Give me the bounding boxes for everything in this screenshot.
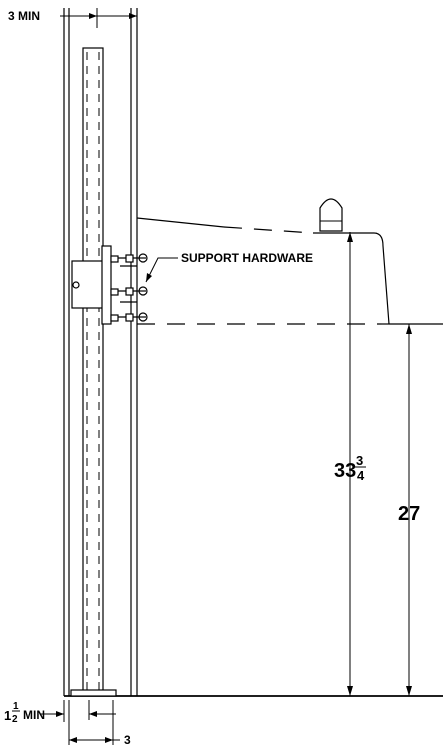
bottom-dimensions: 1 1 2 MIN 3 bbox=[4, 700, 131, 747]
bottom-left-den: 2 bbox=[12, 714, 18, 725]
height-dimensions: 33 3 4 27 bbox=[334, 232, 420, 696]
fountain bbox=[136, 198, 443, 325]
support-hardware bbox=[71, 245, 148, 325]
bottom-left-suffix: MIN bbox=[23, 708, 45, 722]
height-big-num: 3 bbox=[356, 453, 363, 468]
bottom-left-num: 1 bbox=[13, 701, 19, 712]
bottom-dimension-label: 3 bbox=[124, 733, 131, 747]
height-big-den: 4 bbox=[357, 468, 365, 483]
floor bbox=[64, 689, 443, 697]
support-hardware-label: SUPPORT HARDWARE bbox=[181, 251, 313, 265]
top-dimension: 3 MIN bbox=[8, 8, 138, 28]
bottom-left-whole: 1 bbox=[4, 708, 11, 723]
wall-lines bbox=[63, 8, 138, 696]
post bbox=[82, 47, 104, 695]
height-small-label: 27 bbox=[398, 503, 420, 525]
height-big-whole: 33 bbox=[334, 460, 356, 482]
top-dimension-label: 3 MIN bbox=[8, 9, 40, 23]
support-hardware-leader: SUPPORT HARDWARE bbox=[145, 251, 313, 283]
